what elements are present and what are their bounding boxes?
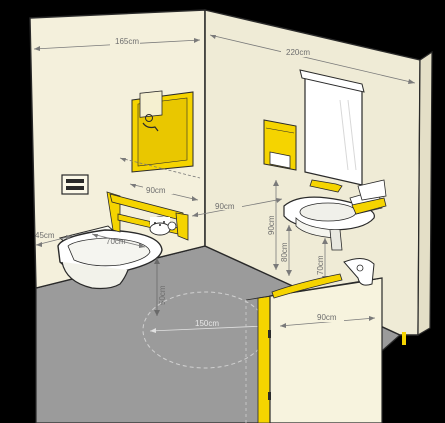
dimension-sink-clearance: 90cm: [191, 198, 283, 217]
door-width-label: 90cm: [317, 313, 337, 322]
dimension-side-wall: 220cm: [209, 34, 416, 84]
grab-bar-icon: [106, 191, 189, 241]
mirror-icon: [299, 69, 365, 186]
knee-space-label: 70cm: [316, 255, 325, 275]
door-icon: [245, 258, 383, 423]
side-wall-width-label: 220cm: [286, 48, 310, 57]
dimension-door-width: 90cm: [279, 312, 376, 328]
dimension-seat-height: 50cm: [154, 258, 167, 316]
seat-height-label: 50cm: [158, 285, 167, 305]
dimension-mirror-height: 90cm: [267, 180, 279, 270]
dimension-toilet-depth: 70cm: [91, 233, 146, 248]
mirror-height-label: 90cm: [267, 215, 276, 235]
toilet-paper-icon: [149, 216, 177, 236]
accessibility-sign-icon: [131, 90, 194, 173]
turning-circle-label: 150cm: [195, 319, 219, 328]
toilet-wall-distance-label: 45cm: [35, 231, 55, 240]
dimension-grab-bar-depth: [119, 157, 201, 179]
toilet-icon: [57, 225, 163, 290]
flush-plate-icon: [61, 174, 89, 195]
dimension-back-wall: 165cm: [33, 36, 201, 51]
toilet-depth-label: 70cm: [106, 237, 126, 246]
dimension-sink-height: 80cm: [280, 225, 292, 276]
paper-towel-dispenser-icon: [263, 119, 297, 171]
wall-edge: [417, 50, 433, 337]
dimension-toilet-wall: 45cm: [35, 231, 73, 247]
grab-bar-length-label: 90cm: [146, 186, 166, 195]
sink-height-label: 80cm: [280, 242, 289, 262]
sink-clearance-label: 90cm: [215, 202, 235, 211]
back-wall-width-label: 165cm: [115, 37, 139, 46]
sink-icon: [283, 179, 387, 251]
dimension-grab-bar: 90cm: [129, 183, 199, 201]
